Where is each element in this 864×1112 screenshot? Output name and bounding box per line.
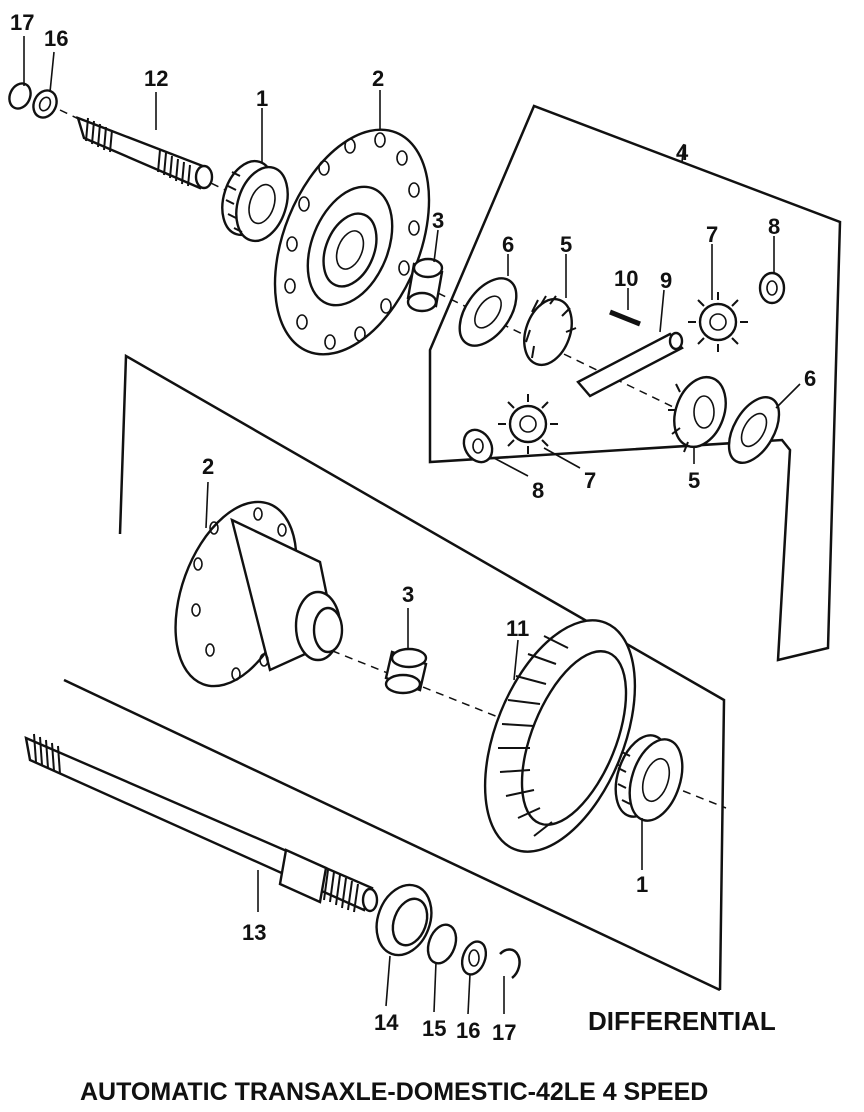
section-label: DIFFERENTIAL xyxy=(588,1006,776,1036)
side-gear-5-lower xyxy=(668,375,727,453)
callout-6-lower: 6 xyxy=(804,366,816,391)
callout-16-lower: 16 xyxy=(456,1018,480,1043)
stub-shaft-12 xyxy=(76,116,214,190)
pinion-gear-7-upper xyxy=(688,292,748,352)
washer-16-top xyxy=(32,89,58,119)
callout-5-lower: 5 xyxy=(688,468,700,493)
callout-6-upper: 6 xyxy=(502,232,514,257)
leader-lines xyxy=(23,36,801,1015)
ring-gear-11 xyxy=(483,619,637,853)
callout-8-lower: 8 xyxy=(532,478,544,503)
diagram-caption: AUTOMATIC TRANSAXLE-DOMESTIC-42LE 4 SPEE… xyxy=(80,1078,708,1106)
pinion-gear-7-lower xyxy=(498,394,558,454)
snap-ring-15 xyxy=(426,923,458,965)
callout-2-upper: 2 xyxy=(372,66,384,91)
callout-3-upper: 3 xyxy=(432,208,444,233)
callout-2-lower: 2 xyxy=(202,454,214,479)
callout-5-upper: 5 xyxy=(560,232,572,257)
callout-17-lower: 17 xyxy=(492,1020,516,1045)
bearing-14 xyxy=(375,883,433,957)
callout-7-lower: 7 xyxy=(584,468,596,493)
callout-15: 15 xyxy=(422,1016,446,1041)
washer-8-upper xyxy=(758,271,786,305)
callout-17-top: 17 xyxy=(10,10,34,35)
callout-12: 12 xyxy=(144,66,168,91)
side-gear-5-upper xyxy=(523,295,577,367)
case-half-2-lower xyxy=(174,500,344,688)
callout-9: 9 xyxy=(660,268,672,293)
separator-line xyxy=(63,678,721,992)
bushing-3-lower xyxy=(384,647,428,695)
callout-1-lower: 1 xyxy=(636,872,648,897)
callout-3-lower: 3 xyxy=(402,582,414,607)
callout-14: 14 xyxy=(374,1010,399,1035)
assembly-bracket-4 xyxy=(428,104,842,662)
thrust-washer-6-upper xyxy=(458,277,518,347)
lower-assembly-bracket xyxy=(118,353,726,991)
washer-8-lower xyxy=(462,428,494,464)
output-shaft-13 xyxy=(24,733,379,913)
callout-16-top: 16 xyxy=(44,26,68,51)
callout-7-upper: 7 xyxy=(706,222,718,247)
lock-pin-10 xyxy=(609,309,641,327)
callout-13: 13 xyxy=(242,920,266,945)
callout-1-upper: 1 xyxy=(256,86,268,111)
bearing-1-upper xyxy=(221,159,289,243)
callout-8-upper: 8 xyxy=(768,214,780,239)
bushing-3-upper xyxy=(406,257,444,313)
callout-10: 10 xyxy=(614,266,638,291)
bearing-1-lower xyxy=(614,734,684,822)
pinion-shaft-9 xyxy=(576,331,684,398)
case-half-2-upper xyxy=(273,128,431,356)
snap-ring-17-top xyxy=(8,82,32,110)
washer-16-lower xyxy=(460,940,488,976)
thrust-washer-6-lower xyxy=(727,396,781,464)
snap-ring-17-lower xyxy=(499,948,521,979)
callout-4: 4 xyxy=(676,140,689,165)
callout-11: 11 xyxy=(506,616,529,641)
